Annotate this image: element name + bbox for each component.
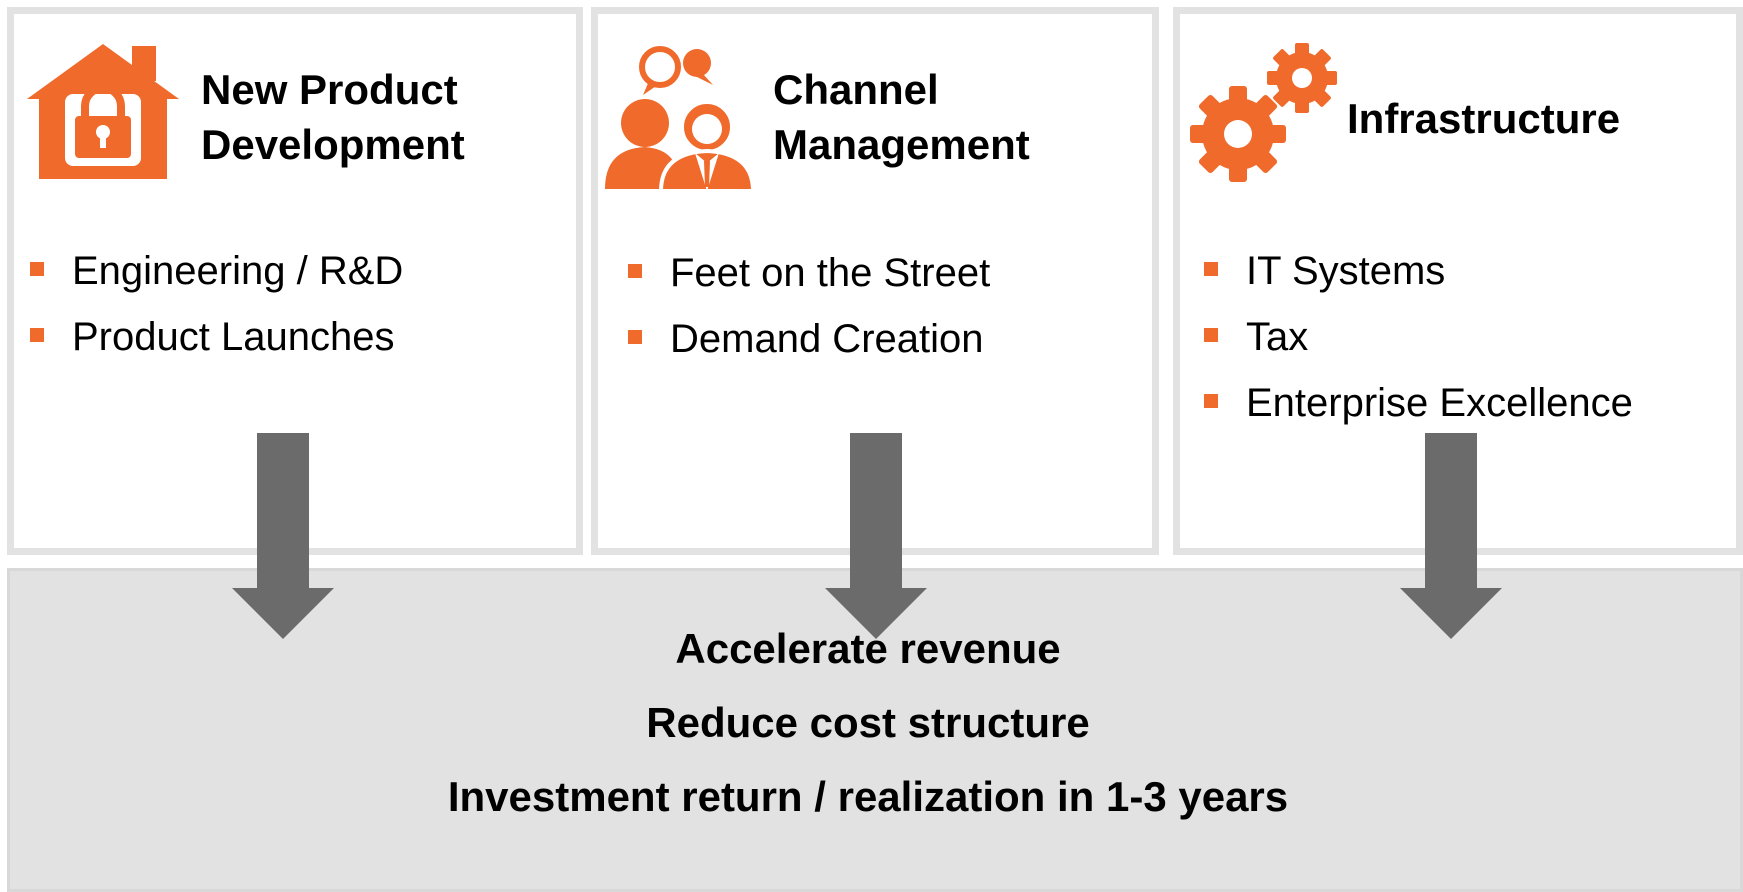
outcomes-list: Accelerate revenue Reduce cost structure… bbox=[0, 612, 1736, 834]
people-chat-icon bbox=[605, 41, 756, 196]
bullet-list: Engineering / R&D Product Launches bbox=[30, 238, 403, 370]
down-arrow-icon bbox=[825, 433, 927, 639]
list-item: Demand Creation bbox=[628, 306, 990, 372]
list-item: Engineering / R&D bbox=[30, 238, 403, 304]
list-item: IT Systems bbox=[1204, 238, 1633, 304]
outcome-accelerate-revenue: Accelerate revenue bbox=[675, 625, 1061, 672]
bullet-list: Feet on the Street Demand Creation bbox=[628, 240, 990, 372]
down-arrow-icon bbox=[1400, 433, 1502, 639]
card-title: Infrastructure bbox=[1347, 95, 1621, 142]
house-lock-icon bbox=[27, 44, 179, 184]
list-item: Enterprise Excellence bbox=[1204, 370, 1633, 436]
list-item: Product Launches bbox=[30, 304, 403, 370]
card-title: Channel Management bbox=[773, 66, 1030, 168]
down-arrow-icon bbox=[232, 433, 334, 639]
list-item: Feet on the Street bbox=[628, 240, 990, 306]
outcome-investment-return: Investment return / realization in 1-3 y… bbox=[447, 773, 1289, 820]
bullet-list: IT Systems Tax Enterprise Excellence bbox=[1204, 238, 1633, 436]
list-item: Tax bbox=[1204, 304, 1633, 370]
card-title: New Product Development bbox=[201, 66, 465, 168]
gears-icon bbox=[1188, 41, 1338, 196]
outcome-reduce-cost: Reduce cost structure bbox=[646, 699, 1090, 746]
